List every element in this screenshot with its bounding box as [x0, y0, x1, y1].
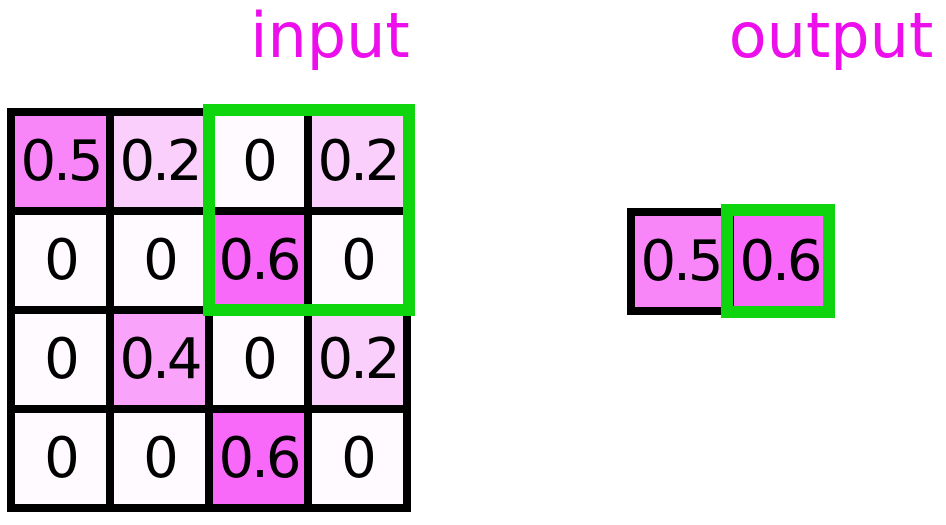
input-cell-r3c3: 0: [213, 314, 304, 405]
input-cell-r3c4: 0.2: [312, 314, 403, 405]
input-pooling-window-highlight: [203, 104, 415, 316]
input-title: input: [250, 0, 410, 72]
input-cell-r3c1: 0: [15, 314, 106, 405]
input-cell-r2c2: 0: [114, 215, 205, 306]
input-cell-r1c1: 0.5: [15, 116, 106, 207]
input-cell-r1c2: 0.2: [114, 116, 205, 207]
input-cell-r4c4: 0: [312, 413, 403, 504]
output-title: output: [728, 0, 934, 72]
input-cell-r4c1: 0: [15, 413, 106, 504]
input-cell-r4c2: 0: [114, 413, 205, 504]
output-cell-r1c1: 0.5: [635, 216, 726, 307]
output-cell-highlight: [721, 204, 835, 318]
input-cell-r4c3: 0.6: [213, 413, 304, 504]
input-cell-r1c4: 0.2: [312, 116, 403, 207]
input-cell-r2c4: 0: [312, 215, 403, 306]
input-cell-r2c3: 0.6: [213, 215, 304, 306]
input-cell-r3c2: 0.4: [114, 314, 205, 405]
input-cell-r1c3: 0: [213, 116, 304, 207]
output-cell-r1c2: 0.6: [734, 216, 825, 307]
input-cell-r2c1: 0: [15, 215, 106, 306]
